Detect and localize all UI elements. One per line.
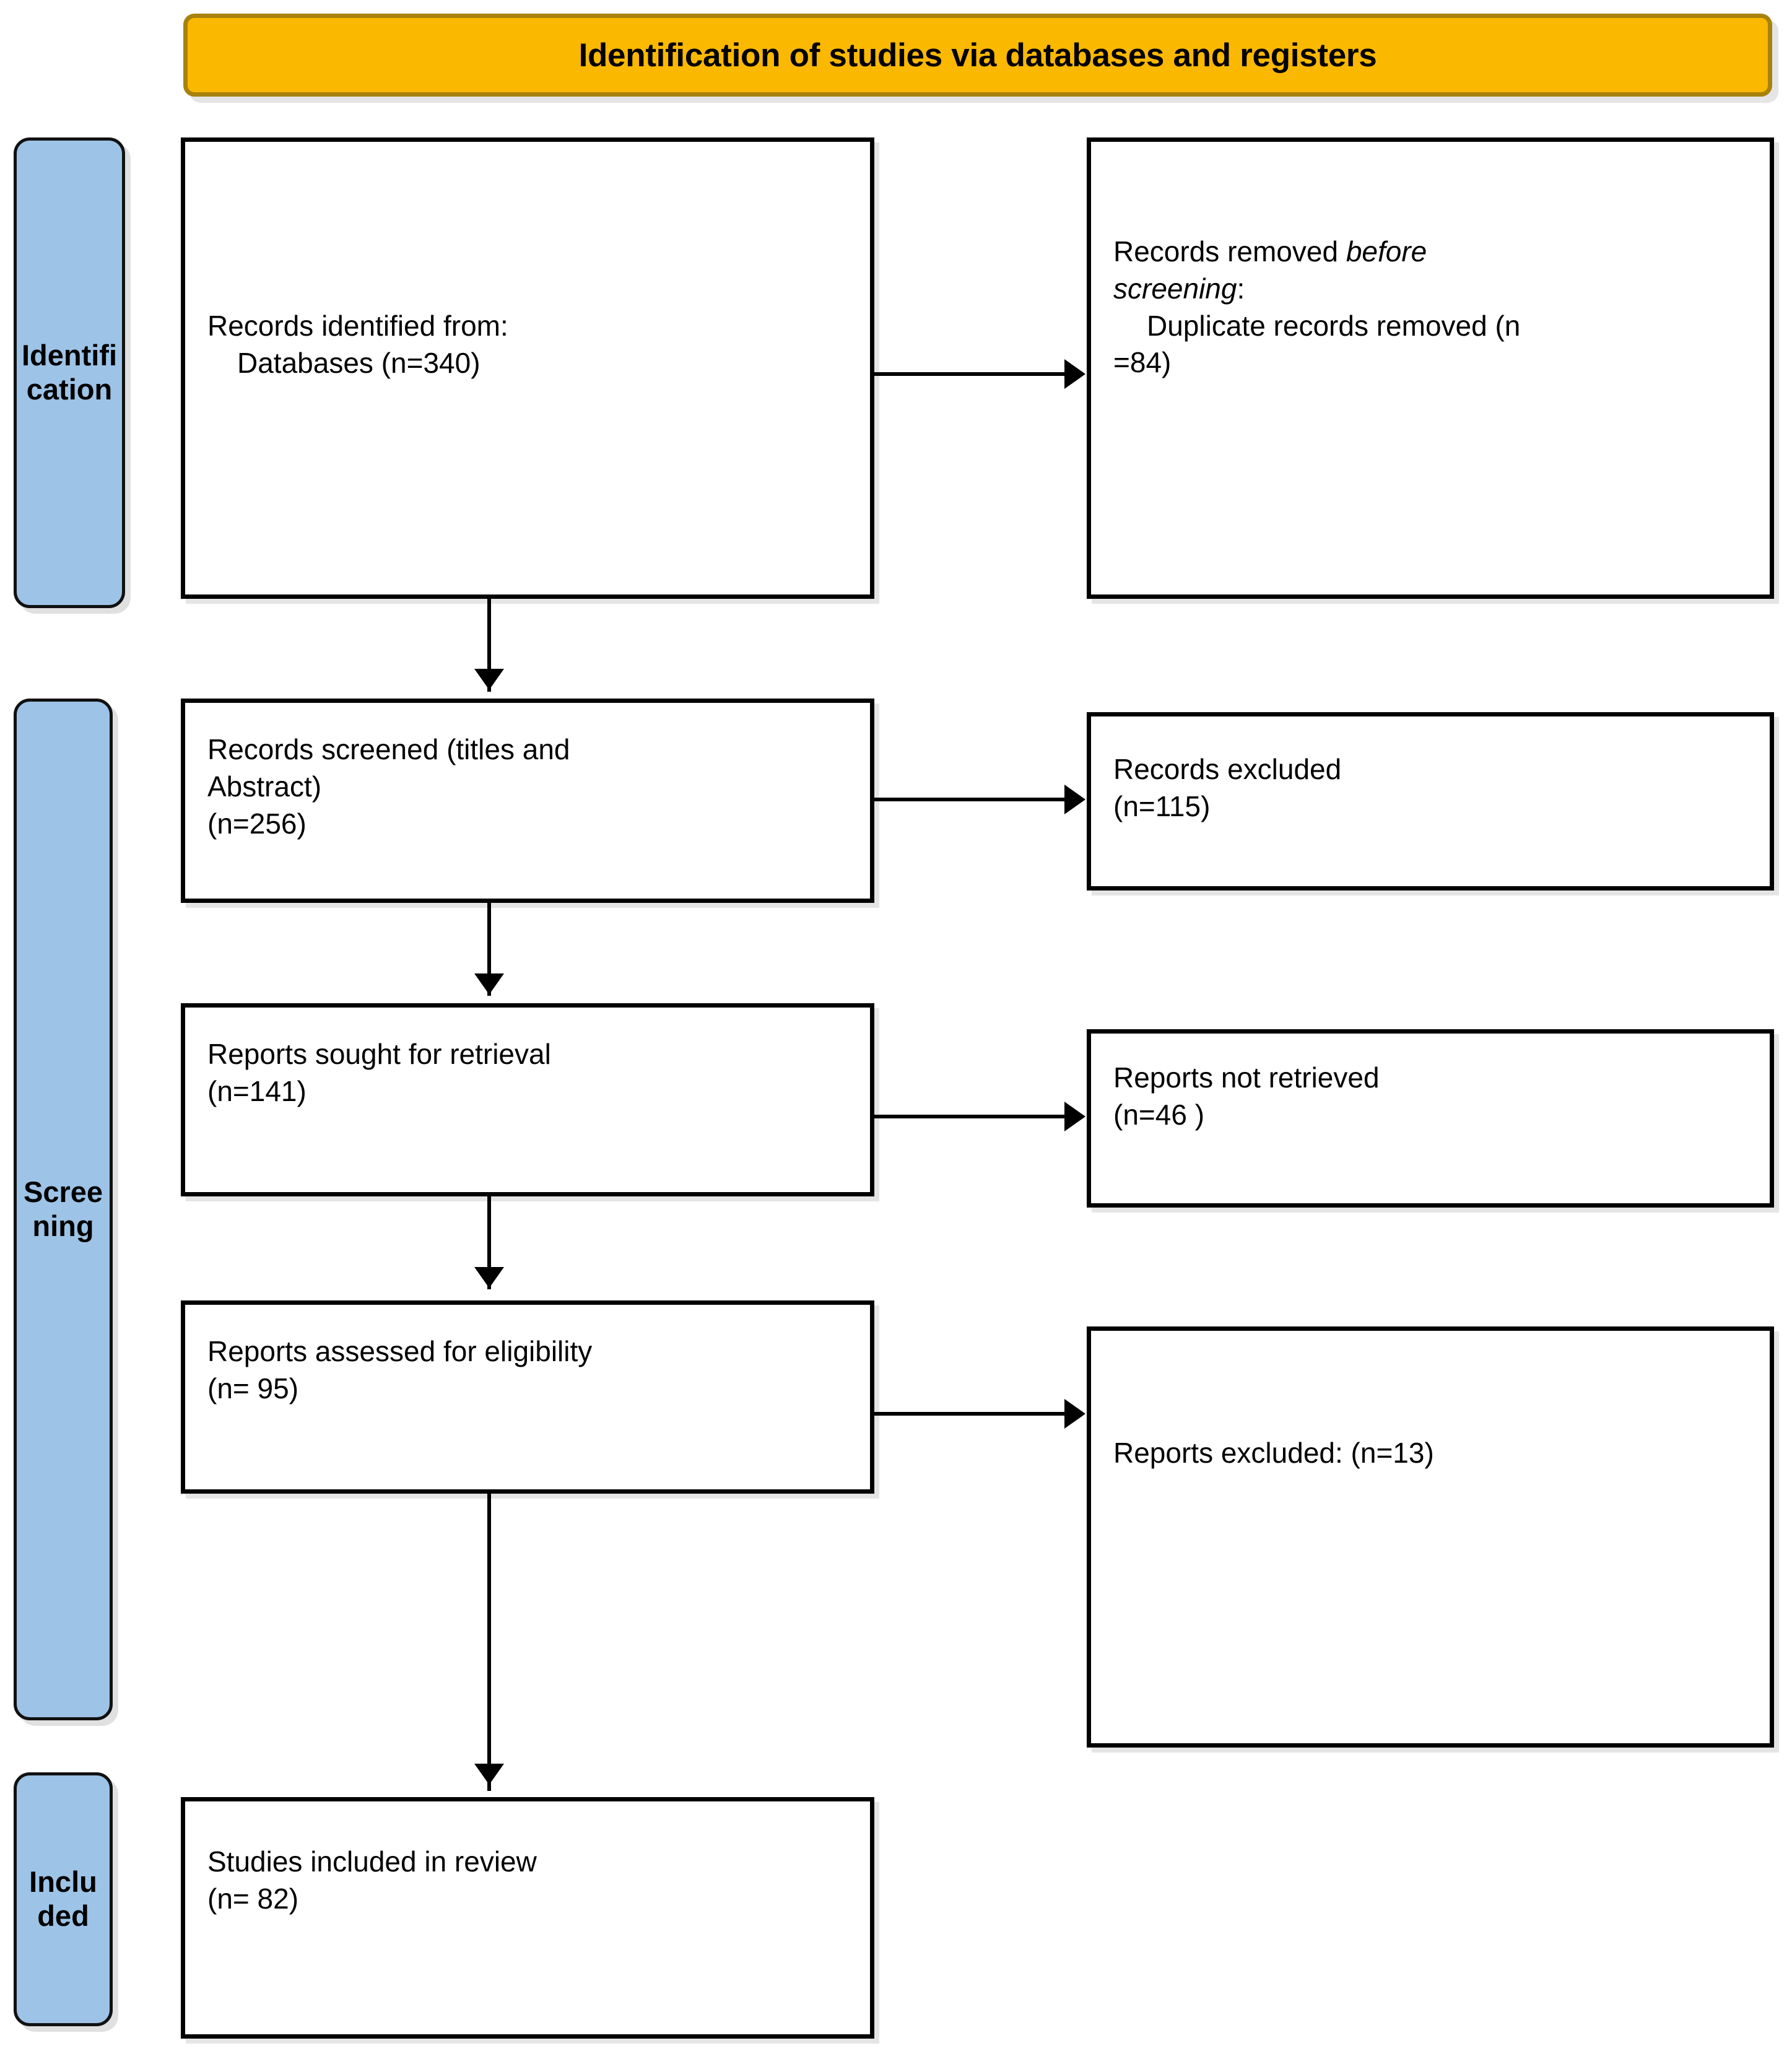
stage-label-identification-text: Identification — [21, 339, 118, 406]
box-records-removed-body: Records removed before screening: Duplic… — [1091, 142, 1770, 381]
connector-assessed-to-excluded — [874, 1412, 1066, 1416]
records-removed-colon: : — [1237, 272, 1245, 305]
records-screened-line-1: Records screened (titles and — [207, 733, 570, 765]
box-records-removed: Records removed before screening: Duplic… — [1087, 137, 1774, 599]
arrowhead-assessed-to-excluded — [1064, 1399, 1085, 1429]
box-studies-included-body: Studies included in review (n= 82) — [185, 1801, 870, 1918]
box-reports-sought-body: Reports sought for retrieval (n=141) — [185, 1008, 870, 1110]
stage-label-included: Included — [14, 1772, 113, 2026]
arrowhead-screened-to-excluded — [1064, 785, 1085, 814]
records-excluded-line-1: Records excluded — [1113, 753, 1342, 785]
connector-assessed-to-included — [487, 1494, 491, 1791]
stage-label-screening: Screening — [14, 699, 113, 1720]
records-removed-prefix: Records removed — [1113, 235, 1346, 268]
box-reports-assessed: Reports assessed for eligibility (n= 95) — [181, 1300, 874, 1494]
arrowhead-identified-to-removed — [1064, 359, 1085, 389]
connector-screened-to-excluded — [874, 798, 1066, 801]
box-reports-excluded: Reports excluded: (n=13) — [1087, 1326, 1774, 1748]
box-reports-assessed-body: Reports assessed for eligibility (n= 95) — [185, 1305, 870, 1408]
arrowhead-screened-to-sought — [474, 973, 504, 995]
box-records-identified-body: Records identified from: Databases (n=34… — [185, 142, 870, 382]
connector-identified-to-removed — [874, 372, 1066, 376]
reports-sought-line-1: Reports sought for retrieval — [207, 1038, 551, 1070]
arrowhead-sought-to-assessed — [474, 1267, 504, 1288]
reports-assessed-line-1: Reports assessed for eligibility — [207, 1335, 593, 1367]
connector-identified-to-screened — [487, 599, 491, 692]
box-records-screened-body: Records screened (titles and Abstract) (… — [185, 703, 870, 842]
records-removed-line-1: Records removed before — [1113, 233, 1747, 271]
box-studies-included: Studies included in review (n= 82) — [181, 1797, 874, 2039]
reports-not-retrieved-line-2: (n=46 ) — [1113, 1098, 1205, 1131]
stage-label-identification: Identification — [14, 137, 125, 608]
studies-included-line-2: (n= 82) — [207, 1882, 299, 1915]
records-screened-line-3: (n=256) — [207, 807, 307, 840]
stage-label-included-text: Included — [29, 1865, 97, 1932]
connector-sought-to-not-retrieved — [874, 1115, 1066, 1118]
box-reports-not-retrieved-body: Reports not retrieved (n=46 ) — [1091, 1034, 1770, 1134]
reports-not-retrieved-line-1: Reports not retrieved — [1113, 1061, 1380, 1094]
arrowhead-assessed-to-included — [474, 1764, 504, 1785]
diagram-title-banner: Identification of studies via databases … — [183, 14, 1772, 97]
connector-screened-to-sought — [487, 903, 491, 996]
records-identified-line-2: Databases (n=340) — [237, 346, 481, 379]
records-identified-line-1: Records identified from: — [207, 310, 508, 342]
arrowhead-identified-to-screened — [474, 669, 504, 690]
box-reports-not-retrieved: Reports not retrieved (n=46 ) — [1087, 1029, 1774, 1208]
arrowhead-sought-to-not-retrieved — [1064, 1102, 1085, 1131]
records-removed-line-2: screening: — [1113, 271, 1747, 308]
box-reports-sought: Reports sought for retrieval (n=141) — [181, 1003, 874, 1196]
box-reports-excluded-body: Reports excluded: (n=13) — [1091, 1331, 1770, 1472]
box-records-excluded: Records excluded (n=115) — [1087, 712, 1774, 891]
stage-label-screening-text: Screening — [23, 1175, 103, 1242]
connector-sought-to-assessed — [487, 1196, 491, 1289]
box-records-screened: Records screened (titles and Abstract) (… — [181, 699, 874, 903]
diagram-title-text: Identification of studies via databases … — [578, 37, 1377, 74]
reports-sought-line-2: (n=141) — [207, 1074, 307, 1107]
records-excluded-line-2: (n=115) — [1113, 790, 1211, 822]
box-records-excluded-body: Records excluded (n=115) — [1091, 716, 1770, 825]
box-records-identified: Records identified from: Databases (n=34… — [181, 137, 874, 599]
studies-included-line-1: Studies included in review — [207, 1845, 537, 1878]
records-removed-italic-screening: screening — [1113, 272, 1237, 305]
records-removed-italic-before: before — [1346, 235, 1427, 268]
reports-assessed-line-2: (n= 95) — [207, 1372, 299, 1404]
records-screened-line-2: Abstract) — [207, 770, 322, 803]
records-removed-line-4: =84) — [1113, 346, 1172, 379]
reports-excluded-line-1: Reports excluded: (n=13) — [1113, 1437, 1434, 1469]
records-removed-line-3: Duplicate records removed (n — [1147, 309, 1521, 342]
